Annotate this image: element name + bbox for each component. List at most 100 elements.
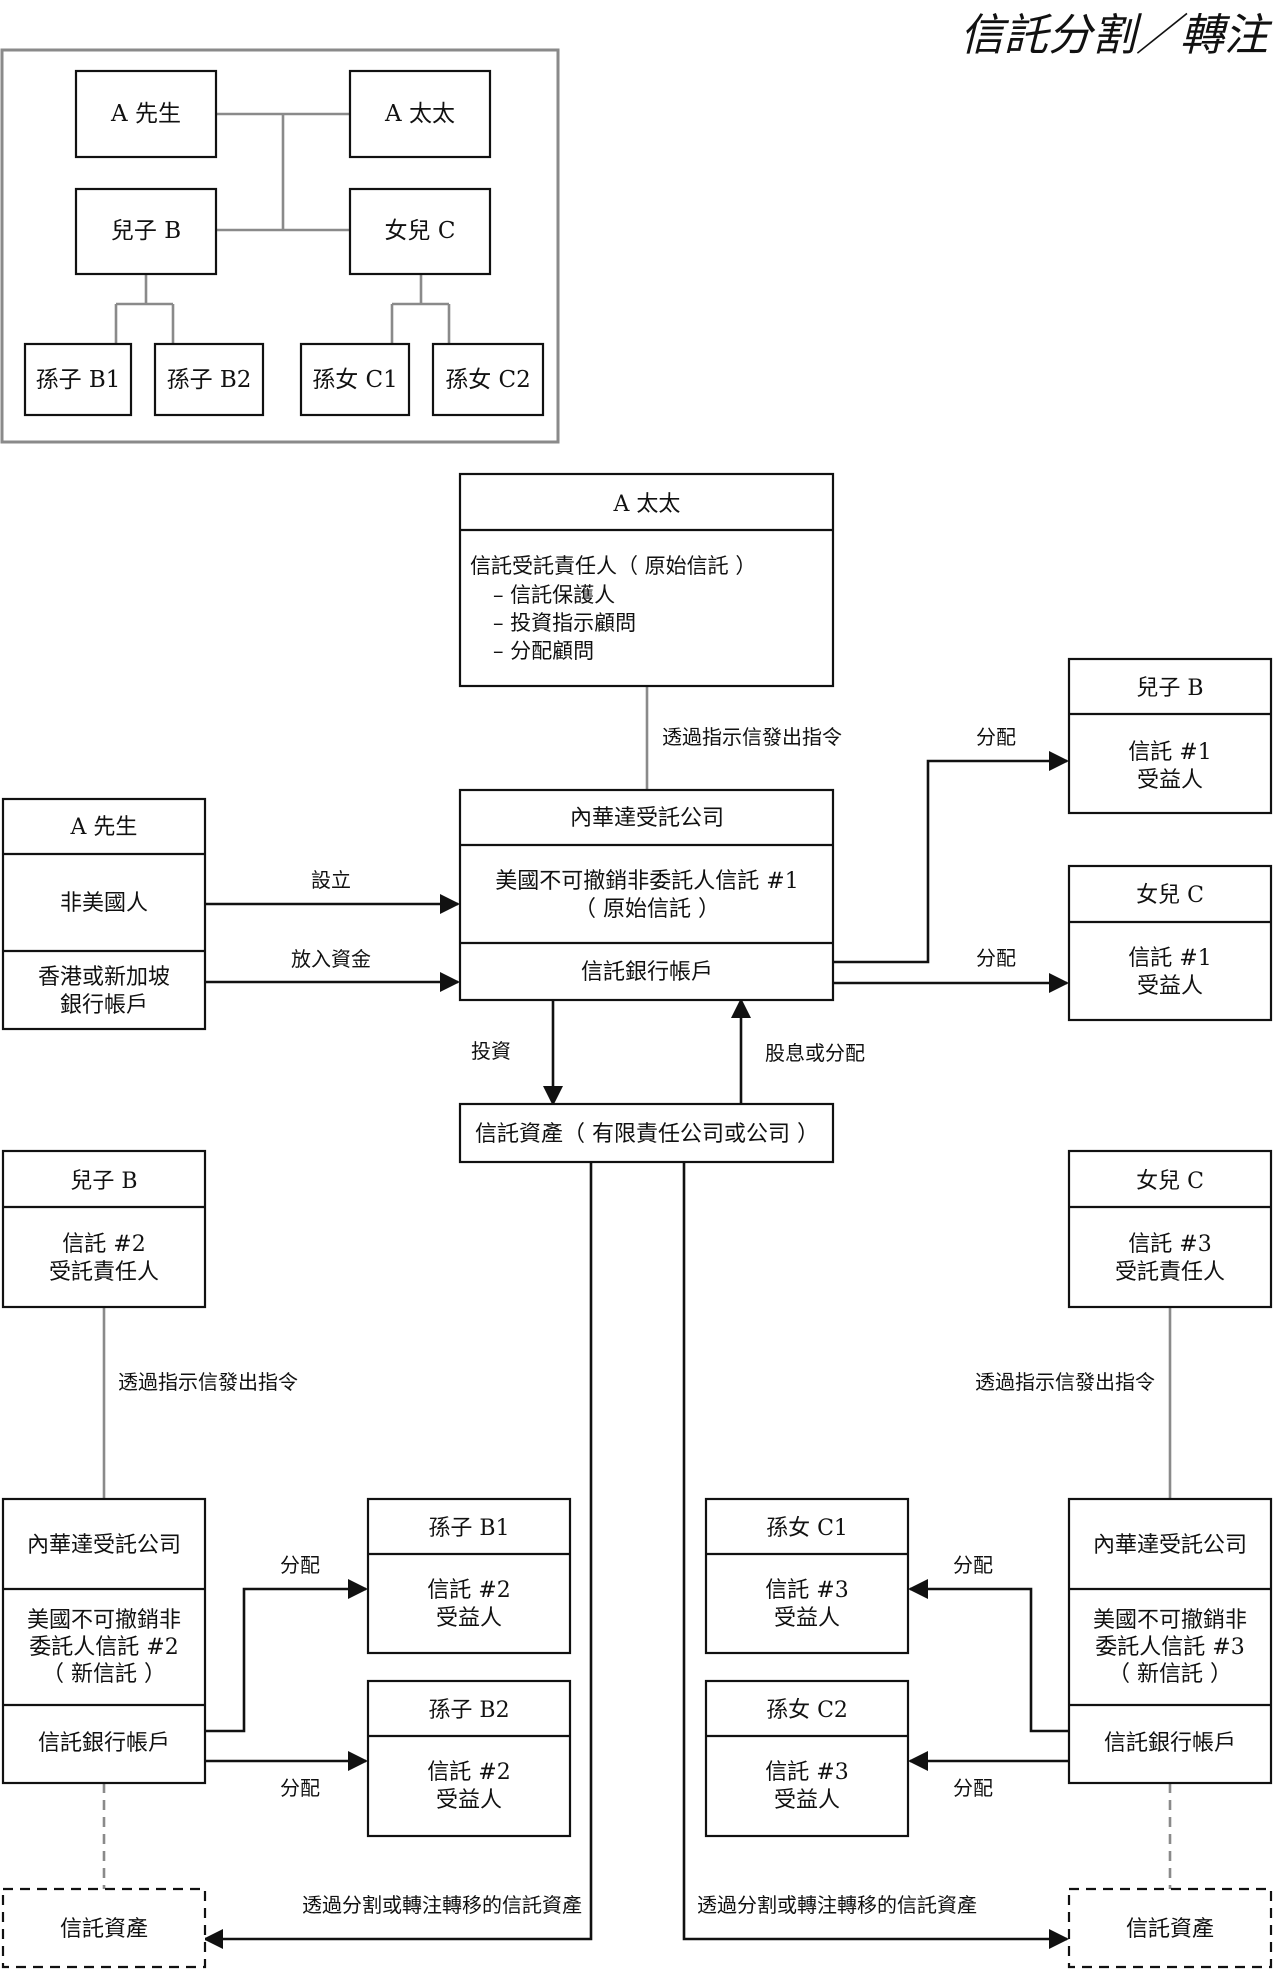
- mrs-a-frame: [458, 472, 835, 688]
- ben-c1-header: 孫女 C1: [766, 1516, 848, 1541]
- family-gs-b2: 孫子 B2: [167, 367, 252, 393]
- label-dist-c: 分配: [976, 946, 1016, 970]
- label-invest: 投資: [471, 1039, 511, 1063]
- ben-b1-header: 孫子 B1: [428, 1516, 509, 1541]
- arrow-dist-c1: [908, 1579, 1069, 1733]
- asset-left-label: 信託資產: [60, 1917, 148, 1942]
- beneficiary-b2: 孫子 B2 信託 #2 受益人: [366, 1679, 572, 1838]
- family-mrs-a-box: [348, 69, 492, 159]
- arrow-dist-b1: [205, 1579, 368, 1733]
- mrs-a-role: 信託受託責任人（ 原始信託 ）: [470, 554, 756, 578]
- trust-3-frame: [1067, 1497, 1273, 1785]
- family-tree: A 先生 A 太太 兒子 B 女兒 C 孫子 B1 孫子 B2 孫女 C1 孫女…: [0, 48, 560, 444]
- trust-2-name-line2: 委託人信託 #2: [29, 1635, 178, 1660]
- page-title: 信託分割／轉注: [960, 10, 1273, 61]
- mr-a-box: A 先生 非美國人 香港或新加坡 銀行帳戶: [1, 797, 207, 1031]
- trustee-c-role: 受託責任人: [1115, 1260, 1225, 1285]
- label-dividend: 股息或分配: [765, 1041, 865, 1065]
- family-gs-b1: 孫子 B1: [36, 367, 121, 393]
- trustee-b-trust: 信託 #2: [62, 1232, 145, 1257]
- trustee-daughter-c: 女兒 C 信託 #3 受託責任人: [1067, 1149, 1273, 1309]
- ben-b1-role: 受益人: [436, 1606, 502, 1631]
- mr-a-header: A 先生: [70, 815, 138, 840]
- label-dist-c2: 分配: [953, 1776, 993, 1800]
- family-mrs-a: A 太太: [384, 101, 455, 127]
- ben-b2-trust: 信託 #2: [427, 1760, 510, 1785]
- trust-3-account: 信託銀行帳戶: [1104, 1731, 1236, 1756]
- trust-3-type: （ 新信託 ）: [1108, 1662, 1232, 1687]
- mr-a-account-line2: 銀行帳戶: [60, 993, 148, 1018]
- beneficiary-c2: 孫女 C2 信託 #3 受益人: [704, 1679, 910, 1838]
- label-dist-b: 分配: [976, 725, 1016, 749]
- ben-c2-trust: 信託 #3: [765, 1760, 848, 1785]
- ben-c2-frame: [704, 1679, 910, 1838]
- arrow-transfer-right: [682, 1162, 1069, 1949]
- ben-c1-frame: [704, 1497, 910, 1655]
- family-mr-a: A 先生: [110, 101, 181, 127]
- main-trust-account: 信託銀行帳戶: [581, 960, 713, 985]
- family-daughter-c: 女兒 C: [385, 218, 456, 244]
- trustee-son-b: 兒子 B 信託 #2 受託責任人: [1, 1149, 207, 1309]
- label-fund: 放入資金: [291, 947, 371, 971]
- trust-3-box: 內華達受託公司 美國不可撤銷非 委託人信託 #3 （ 新信託 ） 信託銀行帳戶: [1067, 1497, 1273, 1785]
- family-link-c: [390, 274, 451, 344]
- main-trust-type: （ 原始信託 ）: [574, 897, 720, 922]
- label-dist-b1: 分配: [280, 1553, 320, 1577]
- beneficiary-son-b: 兒子 B 信託 #1 受益人: [1067, 657, 1273, 815]
- beneficiary-b1: 孫子 B1 信託 #2 受益人: [366, 1497, 572, 1655]
- family-son-b: 兒子 B: [111, 218, 181, 244]
- family-gs-b2-box: [153, 342, 265, 417]
- trustee-c-header: 女兒 C: [1136, 1169, 1204, 1194]
- family-daughter-c-box: [348, 187, 492, 276]
- family-link-b: [114, 274, 175, 344]
- beneficiary-c1: 孫女 C1 信託 #3 受益人: [704, 1497, 910, 1655]
- main-trust-box: 內華達受託公司 美國不可撤銷非委託人信託 #1 （ 原始信託 ） 信託銀行帳戶: [458, 788, 835, 1002]
- beneficiary-daughter-c: 女兒 C 信託 #1 受益人: [1067, 864, 1273, 1022]
- trust-2-type: （ 新信託 ）: [42, 1662, 166, 1687]
- family-gs-b1-box: [23, 342, 133, 417]
- ben-top-b-trust: 信託 #1: [1128, 740, 1211, 765]
- ben-top-b-frame: [1067, 657, 1273, 815]
- ben-b1-frame: [366, 1497, 572, 1655]
- mr-a-frame: [1, 797, 207, 1031]
- label-dist-b2: 分配: [280, 1776, 320, 1800]
- asset-left-box: [1, 1887, 207, 1969]
- label-instruct-main: 透過指示信發出指令: [662, 725, 842, 749]
- trustee-c-frame: [1067, 1149, 1273, 1309]
- main-trust-name: 美國不可撤銷非委託人信託 #1: [495, 869, 798, 894]
- label-instruct-b: 透過指示信發出指令: [118, 1370, 298, 1394]
- ben-c1-trust: 信託 #3: [765, 1578, 848, 1603]
- mrs-a-box: A 太太 信託受託責任人（ 原始信託 ） – 信託保護人 – 投資指示顧問 – …: [458, 472, 835, 688]
- trust-2-box: 內華達受託公司 美國不可撤銷非 委託人信託 #2 （ 新信託 ） 信託銀行帳戶: [1, 1497, 207, 1785]
- ben-b2-role: 受益人: [436, 1788, 502, 1813]
- asset-right-box: [1067, 1887, 1273, 1969]
- family-mr-a-box: [74, 69, 218, 159]
- trustee-b-role: 受託責任人: [49, 1260, 159, 1285]
- connectors: [102, 686, 1172, 1949]
- arrow-transfer-left: [203, 1162, 593, 1949]
- ben-top-c-header: 女兒 C: [1136, 883, 1204, 908]
- trust-assets-box: [458, 1102, 835, 1164]
- mr-a-account-line1: 香港或新加坡: [38, 965, 170, 990]
- mrs-a-header: A 太太: [613, 492, 681, 517]
- family-gd-c1-box: [299, 342, 411, 417]
- label-instruct-c: 透過指示信發出指令: [975, 1370, 1155, 1394]
- main-trust-frame: [458, 788, 835, 1002]
- trust-3-name-line1: 美國不可撤銷非: [1093, 1608, 1247, 1633]
- trust-2-company: 內華達受託公司: [27, 1533, 181, 1558]
- family-gd-c1: 孫女 C1: [312, 367, 398, 393]
- family-link-parents: [216, 112, 350, 232]
- asset-right-label: 信託資產: [1126, 1917, 1214, 1942]
- ben-c1-role: 受益人: [774, 1606, 840, 1631]
- label-transfer-left: 透過分割或轉注轉移的信託資產: [302, 1893, 582, 1917]
- ben-b1-trust: 信託 #2: [427, 1578, 510, 1603]
- ben-b2-header: 孫子 B2: [428, 1698, 509, 1723]
- mrs-a-investment-adviser: – 投資指示顧問: [493, 611, 636, 635]
- trust-2-account: 信託銀行帳戶: [38, 1731, 170, 1756]
- arrow-dist-b: [833, 751, 1069, 964]
- label-transfer-right: 透過分割或轉注轉移的信託資產: [697, 1893, 977, 1917]
- family-son-b-box: [74, 187, 218, 276]
- trust-assets-label: 信託資產（ 有限責任公司或公司 ）: [475, 1122, 819, 1147]
